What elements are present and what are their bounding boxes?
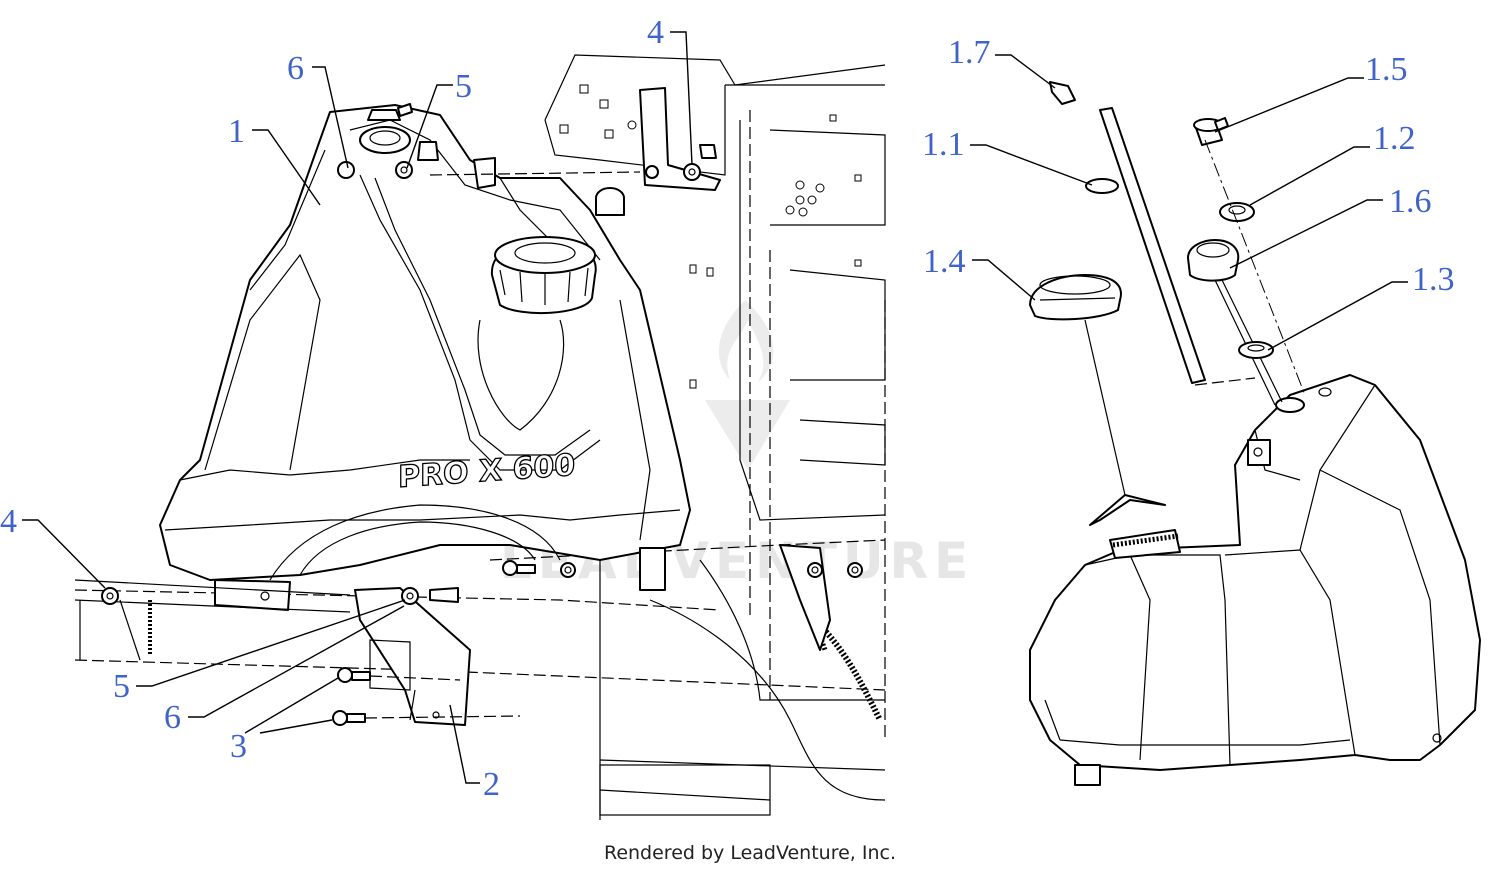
callout-5-bottom: 5 <box>113 668 130 705</box>
left-assembly: PRO X 600 <box>74 54 886 820</box>
lower-rail <box>74 579 411 691</box>
fuel-cap-left <box>490 236 597 314</box>
frame-slots <box>559 84 862 389</box>
callout-6-bottom: 6 <box>164 699 181 736</box>
fuel-cap-right <box>1029 274 1166 526</box>
fuel-gauge-right <box>1187 239 1283 406</box>
callout-4-left: 4 <box>0 503 17 540</box>
callout-3: 3 <box>230 728 247 765</box>
callout-1: 1 <box>228 113 245 150</box>
tank-bracket-rear <box>429 87 721 191</box>
fuel-tank-left: PRO X 600 <box>159 104 691 581</box>
callout-1-3: 1.3 <box>1412 261 1455 298</box>
vent-fitting <box>1193 117 1229 146</box>
callout-1-1: 1.1 <box>922 126 965 163</box>
hardware-left <box>101 560 863 726</box>
callout-1-4: 1.4 <box>923 243 966 280</box>
callout-1-6: 1.6 <box>1389 183 1432 220</box>
rendered-by-credit: Rendered by LeadVenture, Inc. <box>603 842 897 864</box>
lower-bracket <box>214 544 831 726</box>
assembly-centerline <box>1204 139 1306 396</box>
fuel-tank-right <box>1029 374 1481 786</box>
callout-4-top: 4 <box>647 14 664 51</box>
vent-tube <box>1049 81 1256 386</box>
callout-1-7: 1.7 <box>948 34 991 71</box>
callout-5-top: 5 <box>455 68 472 105</box>
callout-6-top: 6 <box>287 50 304 87</box>
callouts: 1 6 5 4 4 5 6 3 2 1.7 1.1 1.4 1.5 1.2 1.… <box>0 14 1455 803</box>
right-assembly <box>1029 81 1481 786</box>
callout-1-5: 1.5 <box>1365 51 1408 88</box>
filler-neck <box>1109 529 1181 559</box>
grommet <box>1219 202 1255 222</box>
callout-2: 2 <box>483 766 500 803</box>
gauge-seal <box>1238 341 1274 359</box>
callout-1-2: 1.2 <box>1373 120 1416 157</box>
fuel-gauge-left <box>337 103 496 189</box>
